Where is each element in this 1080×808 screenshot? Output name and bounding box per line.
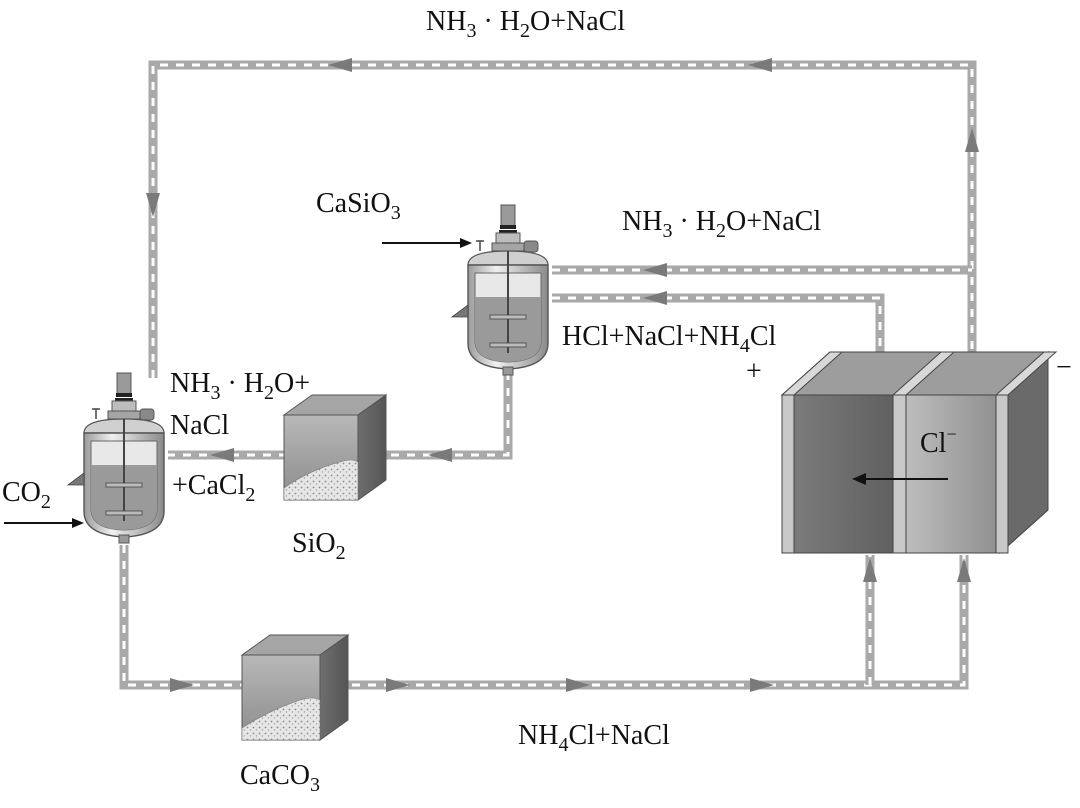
arrow-top-2 — [328, 58, 352, 72]
label-cacl2: +CaCl2 — [172, 470, 255, 506]
arrow-to-sio2 — [428, 448, 452, 462]
arrow-bottom-1 — [170, 678, 194, 692]
label-casio3: CaSiO3 — [316, 188, 401, 224]
label-co2: CO2 — [2, 477, 51, 513]
arrow-right-up — [965, 128, 979, 152]
arrow-top-1 — [748, 58, 772, 72]
arrow-bottom-3 — [566, 678, 590, 692]
arrow-cacl2-in — [210, 448, 234, 462]
arrow-bottom-4 — [750, 678, 774, 692]
lower-reactor — [67, 372, 165, 544]
label-left-flow-line2: NaCl — [170, 410, 229, 441]
upper-reactor — [451, 204, 549, 376]
label-sio2: SiO2 — [292, 528, 346, 564]
caco3-filter-box — [240, 634, 350, 741]
arrow-hcl-in — [643, 291, 667, 305]
sio2-filter-box — [282, 394, 388, 501]
arrow-left-down — [146, 193, 160, 217]
label-chloride-ion: Cl− — [920, 424, 957, 459]
label-anode-sign: + — [746, 356, 762, 387]
feed-arrows — [4, 238, 472, 528]
electrolytic-cell — [780, 350, 1058, 555]
arrow-nh3-in — [643, 263, 667, 277]
label-right-flow: NH3 · H2O+NaCl — [622, 206, 821, 242]
label-hcl-flow: HCl+NaCl+NH4Cl — [562, 321, 776, 357]
arrow-up-anode — [863, 558, 877, 582]
label-caco3: CaCO3 — [240, 760, 320, 796]
label-bottom-flow: NH4Cl+NaCl — [518, 720, 670, 756]
label-left-flow-line1: NH3 · H2O+ — [170, 368, 310, 404]
arrow-bottom-2 — [386, 678, 410, 692]
label-cathode-sign: − — [1056, 352, 1072, 383]
label-top-flow: NH3 · H2O+NaCl — [426, 6, 625, 42]
arrow-up-cathode — [957, 558, 971, 582]
